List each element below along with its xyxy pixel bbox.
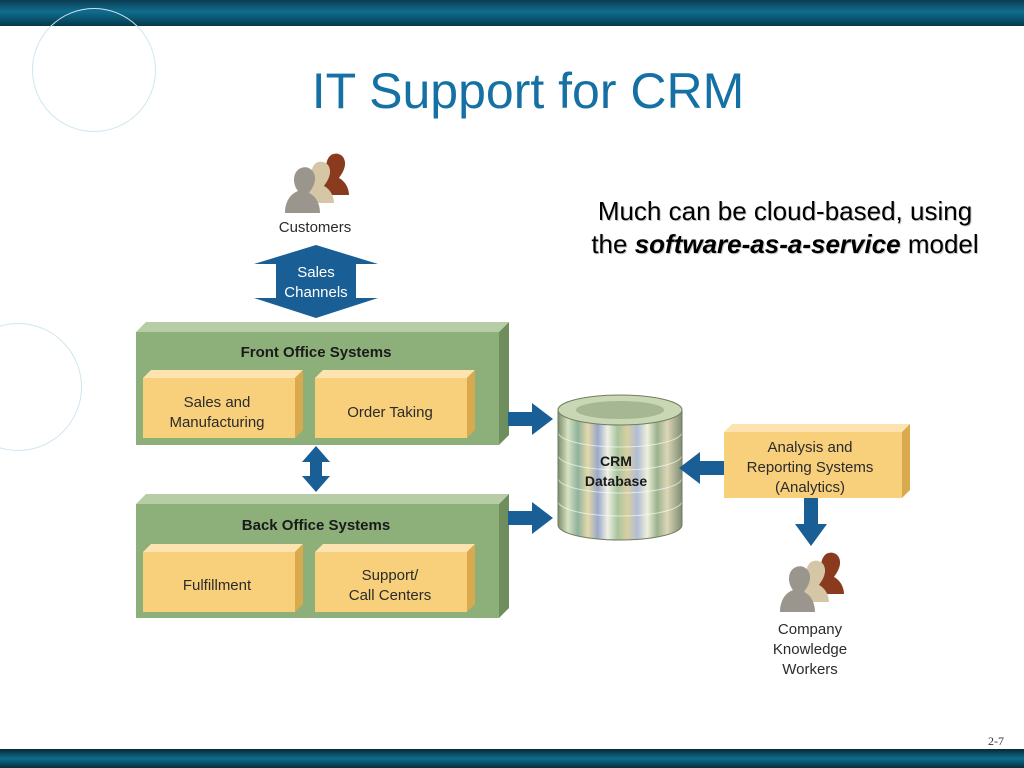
support-call-centers-label-1: Support/ [362,567,420,584]
order-taking-label: Order Taking [347,404,433,421]
analysis-reporting-box [724,424,910,498]
sales-manufacturing-box [143,370,303,438]
front-back-exchange-arrow [302,446,330,492]
workers-label-2: Knowledge [773,641,847,658]
customers-label: Customers [279,219,352,236]
sales-channels-label-1: Sales [297,264,335,281]
back-to-database-arrow [508,502,553,534]
cloud-note-line-2: the software-as-a-service model [560,228,1010,261]
crm-database-label-1: CRM [600,453,632,469]
cloud-note: Much can be cloud-based, using the softw… [560,195,1010,261]
decorative-circle-top [32,8,156,132]
knowledge-workers-people-icon [780,552,844,612]
analysis-label-2: Reporting Systems [747,459,874,476]
top-band [0,0,1024,26]
cloud-note-post: model [900,229,979,259]
cloud-note-pre: the [591,229,635,259]
sales-channels-label-2: Channels [284,284,347,301]
analysis-label-3: (Analytics) [775,479,845,496]
analytics-to-database-arrow [679,452,724,484]
order-taking-box [315,370,475,438]
support-call-centers-box [315,544,475,612]
customers-people-icon [285,153,349,213]
page-number: 2-7 [988,734,1004,748]
cloud-note-line-1: Much can be cloud-based, using [597,196,973,226]
back-office-title: Back Office Systems [242,517,390,534]
support-call-centers-label-2: Call Centers [349,587,432,604]
front-office-title: Front Office Systems [241,344,392,361]
crm-database-icon [557,394,683,541]
front-to-database-arrow [508,403,553,435]
cloud-note-emphasis: software-as-a-service [634,229,901,259]
sales-manufacturing-label-2: Manufacturing [169,414,264,431]
slide-title: IT Support for CRM [311,63,745,119]
workers-label-3: Workers [782,661,838,678]
sales-channels-arrow [254,245,378,318]
crm-database-label-2: Database [585,473,647,489]
bottom-band [0,749,1024,768]
fulfillment-box [143,544,303,612]
analytics-to-workers-arrow [795,498,827,546]
fulfillment-label: Fulfillment [183,577,252,594]
workers-label-1: Company [778,621,843,638]
analysis-label-1: Analysis and [767,439,852,456]
sales-manufacturing-label-1: Sales and [184,394,251,411]
